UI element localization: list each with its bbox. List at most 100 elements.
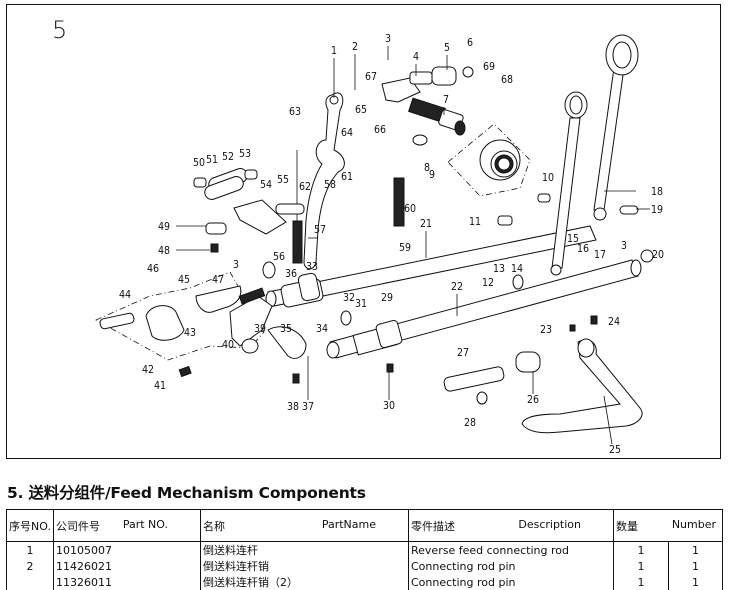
callout-label-13: 13 bbox=[493, 263, 505, 275]
callout-label-2: 2 bbox=[352, 41, 358, 53]
callout-label-47: 47 bbox=[212, 274, 224, 286]
ring-32 bbox=[340, 310, 352, 326]
callout-label-58: 58 bbox=[324, 179, 336, 191]
callout-label-34: 34 bbox=[316, 323, 328, 335]
callout-label-15: 15 bbox=[567, 233, 579, 245]
callout-label-50: 50 bbox=[193, 157, 205, 169]
cell-qty: 1 bbox=[613, 574, 669, 590]
ring-28 bbox=[476, 391, 488, 405]
callout-label-21: 21 bbox=[420, 218, 432, 230]
cell-description: Reverse feed connecting rod bbox=[408, 541, 614, 558]
callout-label-59: 59 bbox=[399, 242, 411, 254]
callout-label-55: 55 bbox=[277, 174, 289, 186]
callout-label-44: 44 bbox=[119, 289, 131, 301]
callout-label-35: 35 bbox=[280, 323, 292, 335]
cell-number: 1 bbox=[667, 574, 724, 590]
bushing-5 bbox=[431, 66, 457, 86]
washer-6 bbox=[462, 66, 474, 78]
feed-assembly-40-46 bbox=[95, 271, 273, 361]
bracket-54 bbox=[233, 199, 287, 235]
callout-label-51: 51 bbox=[206, 154, 218, 166]
callout-label-25: 25 bbox=[609, 444, 621, 456]
callout-label-3: 3 bbox=[385, 33, 391, 45]
callout-label-36: 36 bbox=[285, 268, 297, 280]
callout-label-43: 43 bbox=[184, 327, 196, 339]
callout-label-41: 41 bbox=[154, 380, 166, 392]
callout-label-12: 12 bbox=[482, 277, 494, 289]
cell-number: 1 bbox=[667, 558, 724, 574]
pin-27 bbox=[443, 366, 505, 392]
header-desc-cn: 零件描述 bbox=[411, 519, 455, 533]
header-no: 序号NO. bbox=[6, 509, 54, 542]
callout-label-46: 46 bbox=[147, 263, 159, 275]
cell-part-no: 10105007 bbox=[53, 541, 201, 558]
ring-8 bbox=[412, 134, 428, 146]
cell-part-no: 11426021 bbox=[53, 558, 201, 574]
callout-label-49: 49 bbox=[158, 221, 170, 233]
header-company-no: 公司件号 bbox=[56, 519, 100, 533]
link-plate-51-52 bbox=[204, 168, 248, 200]
callout-label-53: 53 bbox=[239, 148, 251, 160]
pin-19 bbox=[619, 205, 639, 215]
screw-12 bbox=[512, 274, 524, 290]
callout-label-45: 45 bbox=[178, 274, 190, 286]
callout-label-4: 4 bbox=[413, 51, 419, 63]
callout-label-65: 65 bbox=[355, 104, 367, 116]
pedal-25 bbox=[521, 338, 643, 434]
callout-label-68: 68 bbox=[501, 74, 513, 86]
pin-49 bbox=[205, 222, 227, 235]
callout-label-20: 20 bbox=[652, 249, 664, 261]
spring-57 bbox=[292, 220, 303, 264]
collar-33-35 bbox=[280, 272, 324, 308]
callout-label-5: 5 bbox=[444, 42, 450, 54]
arm-37 bbox=[267, 326, 307, 359]
callout-label-6: 6 bbox=[467, 37, 473, 49]
callout-label-56: 56 bbox=[273, 251, 285, 263]
figure-number: 5 bbox=[52, 16, 68, 44]
callout-label-57: 57 bbox=[314, 224, 326, 236]
callout-label-40: 40 bbox=[222, 339, 234, 351]
pedal-rod-15 bbox=[550, 91, 588, 276]
callout-label-62: 62 bbox=[299, 181, 311, 193]
screw-30 bbox=[386, 363, 394, 373]
leader-lines bbox=[176, 46, 650, 445]
callout-label-14: 14 bbox=[511, 263, 523, 275]
knob-9 bbox=[447, 123, 531, 197]
callout-label-33: 33 bbox=[306, 261, 318, 273]
cell-part-no: 11326011 bbox=[53, 574, 201, 590]
cell-no: 2 bbox=[6, 558, 54, 574]
link-4 bbox=[381, 71, 433, 103]
screw-41 bbox=[178, 365, 192, 378]
pin-50 bbox=[193, 177, 207, 188]
cell-name: 倒送料连杆销（2） bbox=[200, 574, 409, 590]
diagram-frame bbox=[6, 4, 721, 459]
screw-24 bbox=[590, 315, 598, 325]
header-part-name-en: PartName bbox=[321, 517, 376, 531]
callout-label-1: 1 bbox=[331, 45, 337, 57]
screw-10 bbox=[537, 193, 551, 203]
header-number-en: Number bbox=[671, 517, 717, 531]
callout-label-64: 64 bbox=[341, 127, 353, 139]
callout-label-27: 27 bbox=[457, 347, 469, 359]
pedal-rod-18 bbox=[593, 34, 639, 221]
callout-label-26: 26 bbox=[527, 394, 539, 406]
callout-label-28: 28 bbox=[464, 417, 476, 429]
cell-no bbox=[6, 574, 54, 590]
callout-label-7: 7 bbox=[443, 94, 449, 106]
callout-label-8: 8 bbox=[424, 162, 430, 174]
callout-label-38: 38 bbox=[287, 401, 299, 413]
cell-name: 倒送料连杆销 bbox=[200, 558, 409, 574]
callout-label-24: 24 bbox=[608, 316, 620, 328]
callout-label-30: 30 bbox=[383, 400, 395, 412]
callout-label-67: 67 bbox=[365, 71, 377, 83]
section-title: 5. 送料分组件/Feed Mechanism Components bbox=[7, 484, 366, 502]
callout-label-52: 52 bbox=[222, 151, 234, 163]
bushing-26 bbox=[515, 351, 541, 373]
lower-shaft-22 bbox=[326, 259, 642, 359]
